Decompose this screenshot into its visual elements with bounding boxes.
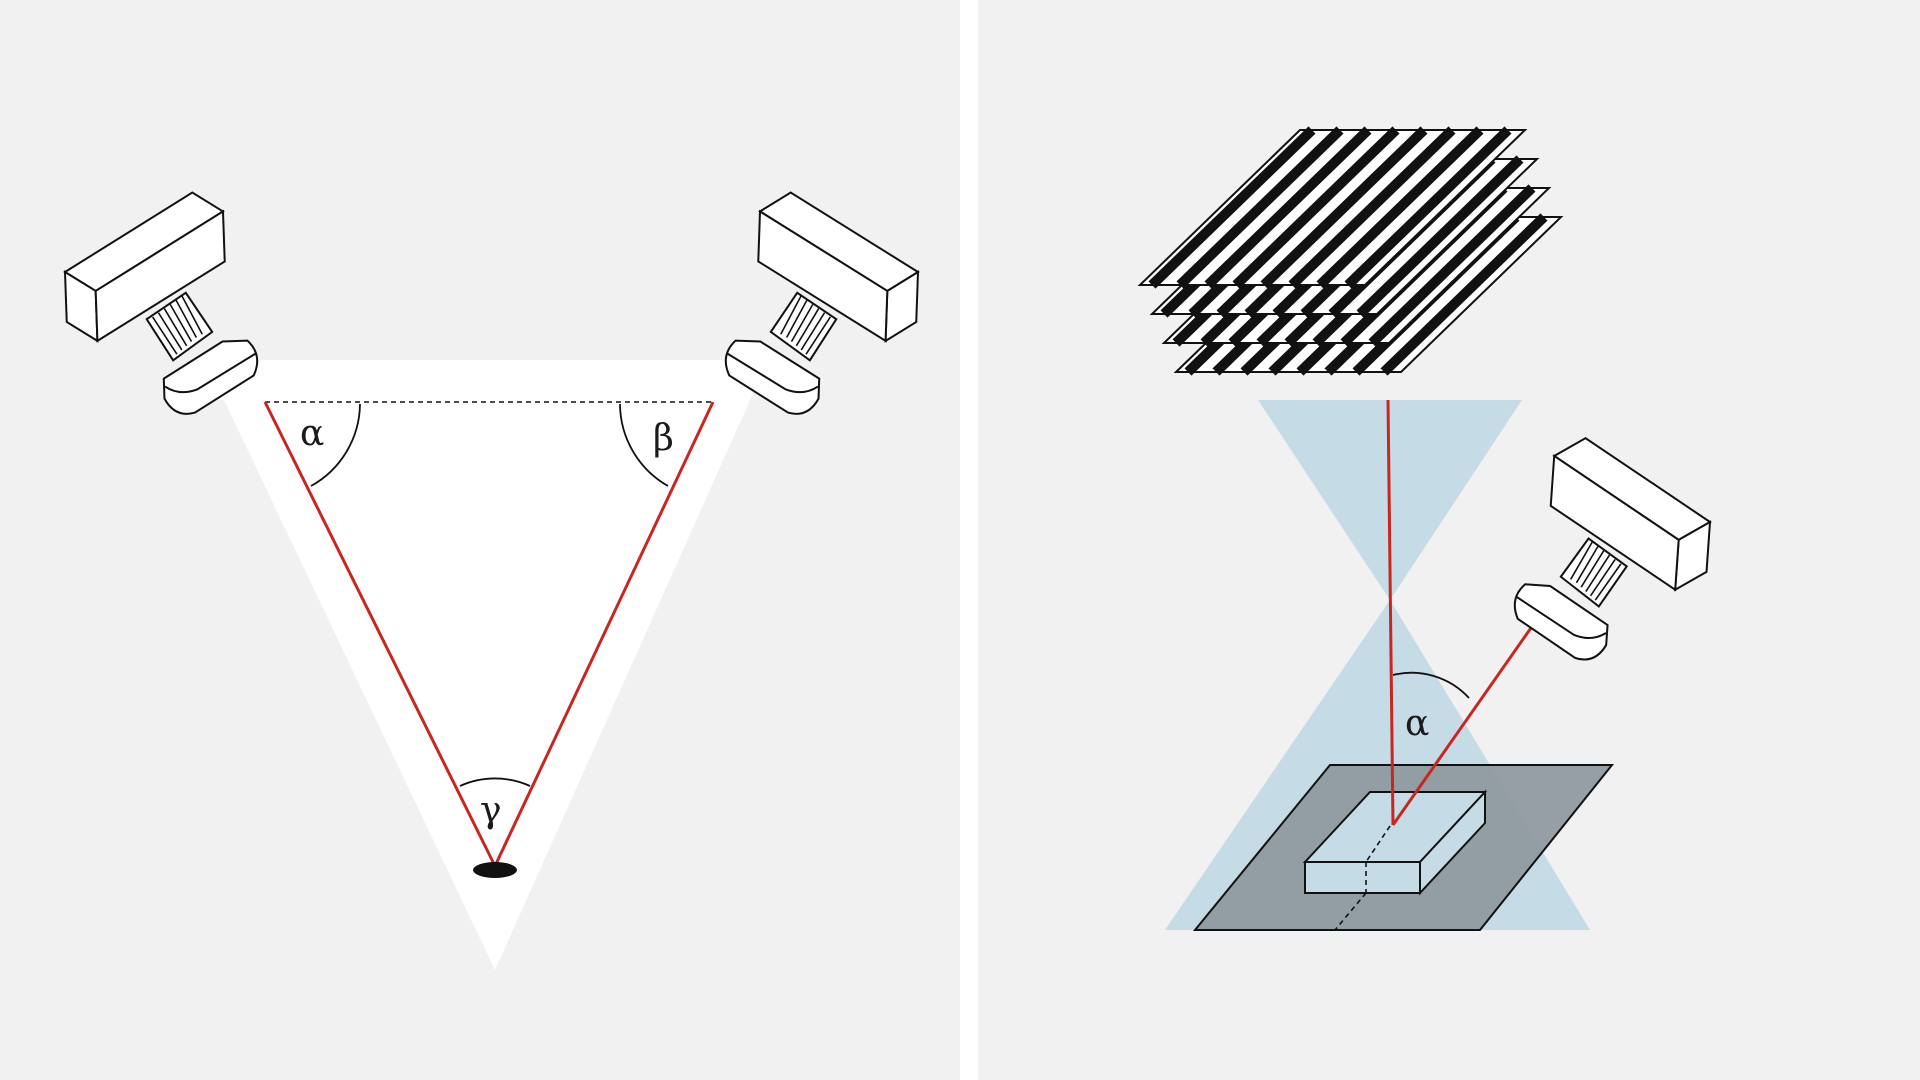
angle-gamma-label: γ [480,790,502,831]
beta-arc [619,403,669,487]
left-camera-ray [263,401,497,867]
gamma-arc [459,777,531,787]
right-camera-ray [493,401,715,867]
alpha-arc-right [1392,671,1470,699]
angle-alpha-label-right: α [1405,703,1429,744]
right-panel: α [1137,126,1717,931]
target-point [473,862,517,878]
field-of-view [205,360,768,970]
alpha-arc [310,403,361,487]
camera-ray [1391,624,1535,826]
angle-beta-label: β [653,418,674,459]
object-box [1302,789,1488,931]
panel-divider [960,0,978,1080]
projector-ray [1386,399,1395,826]
left-panel: α β γ [61,189,922,970]
fringe-pattern-stack [1137,126,1564,376]
angle-alpha-label: α [300,413,324,454]
